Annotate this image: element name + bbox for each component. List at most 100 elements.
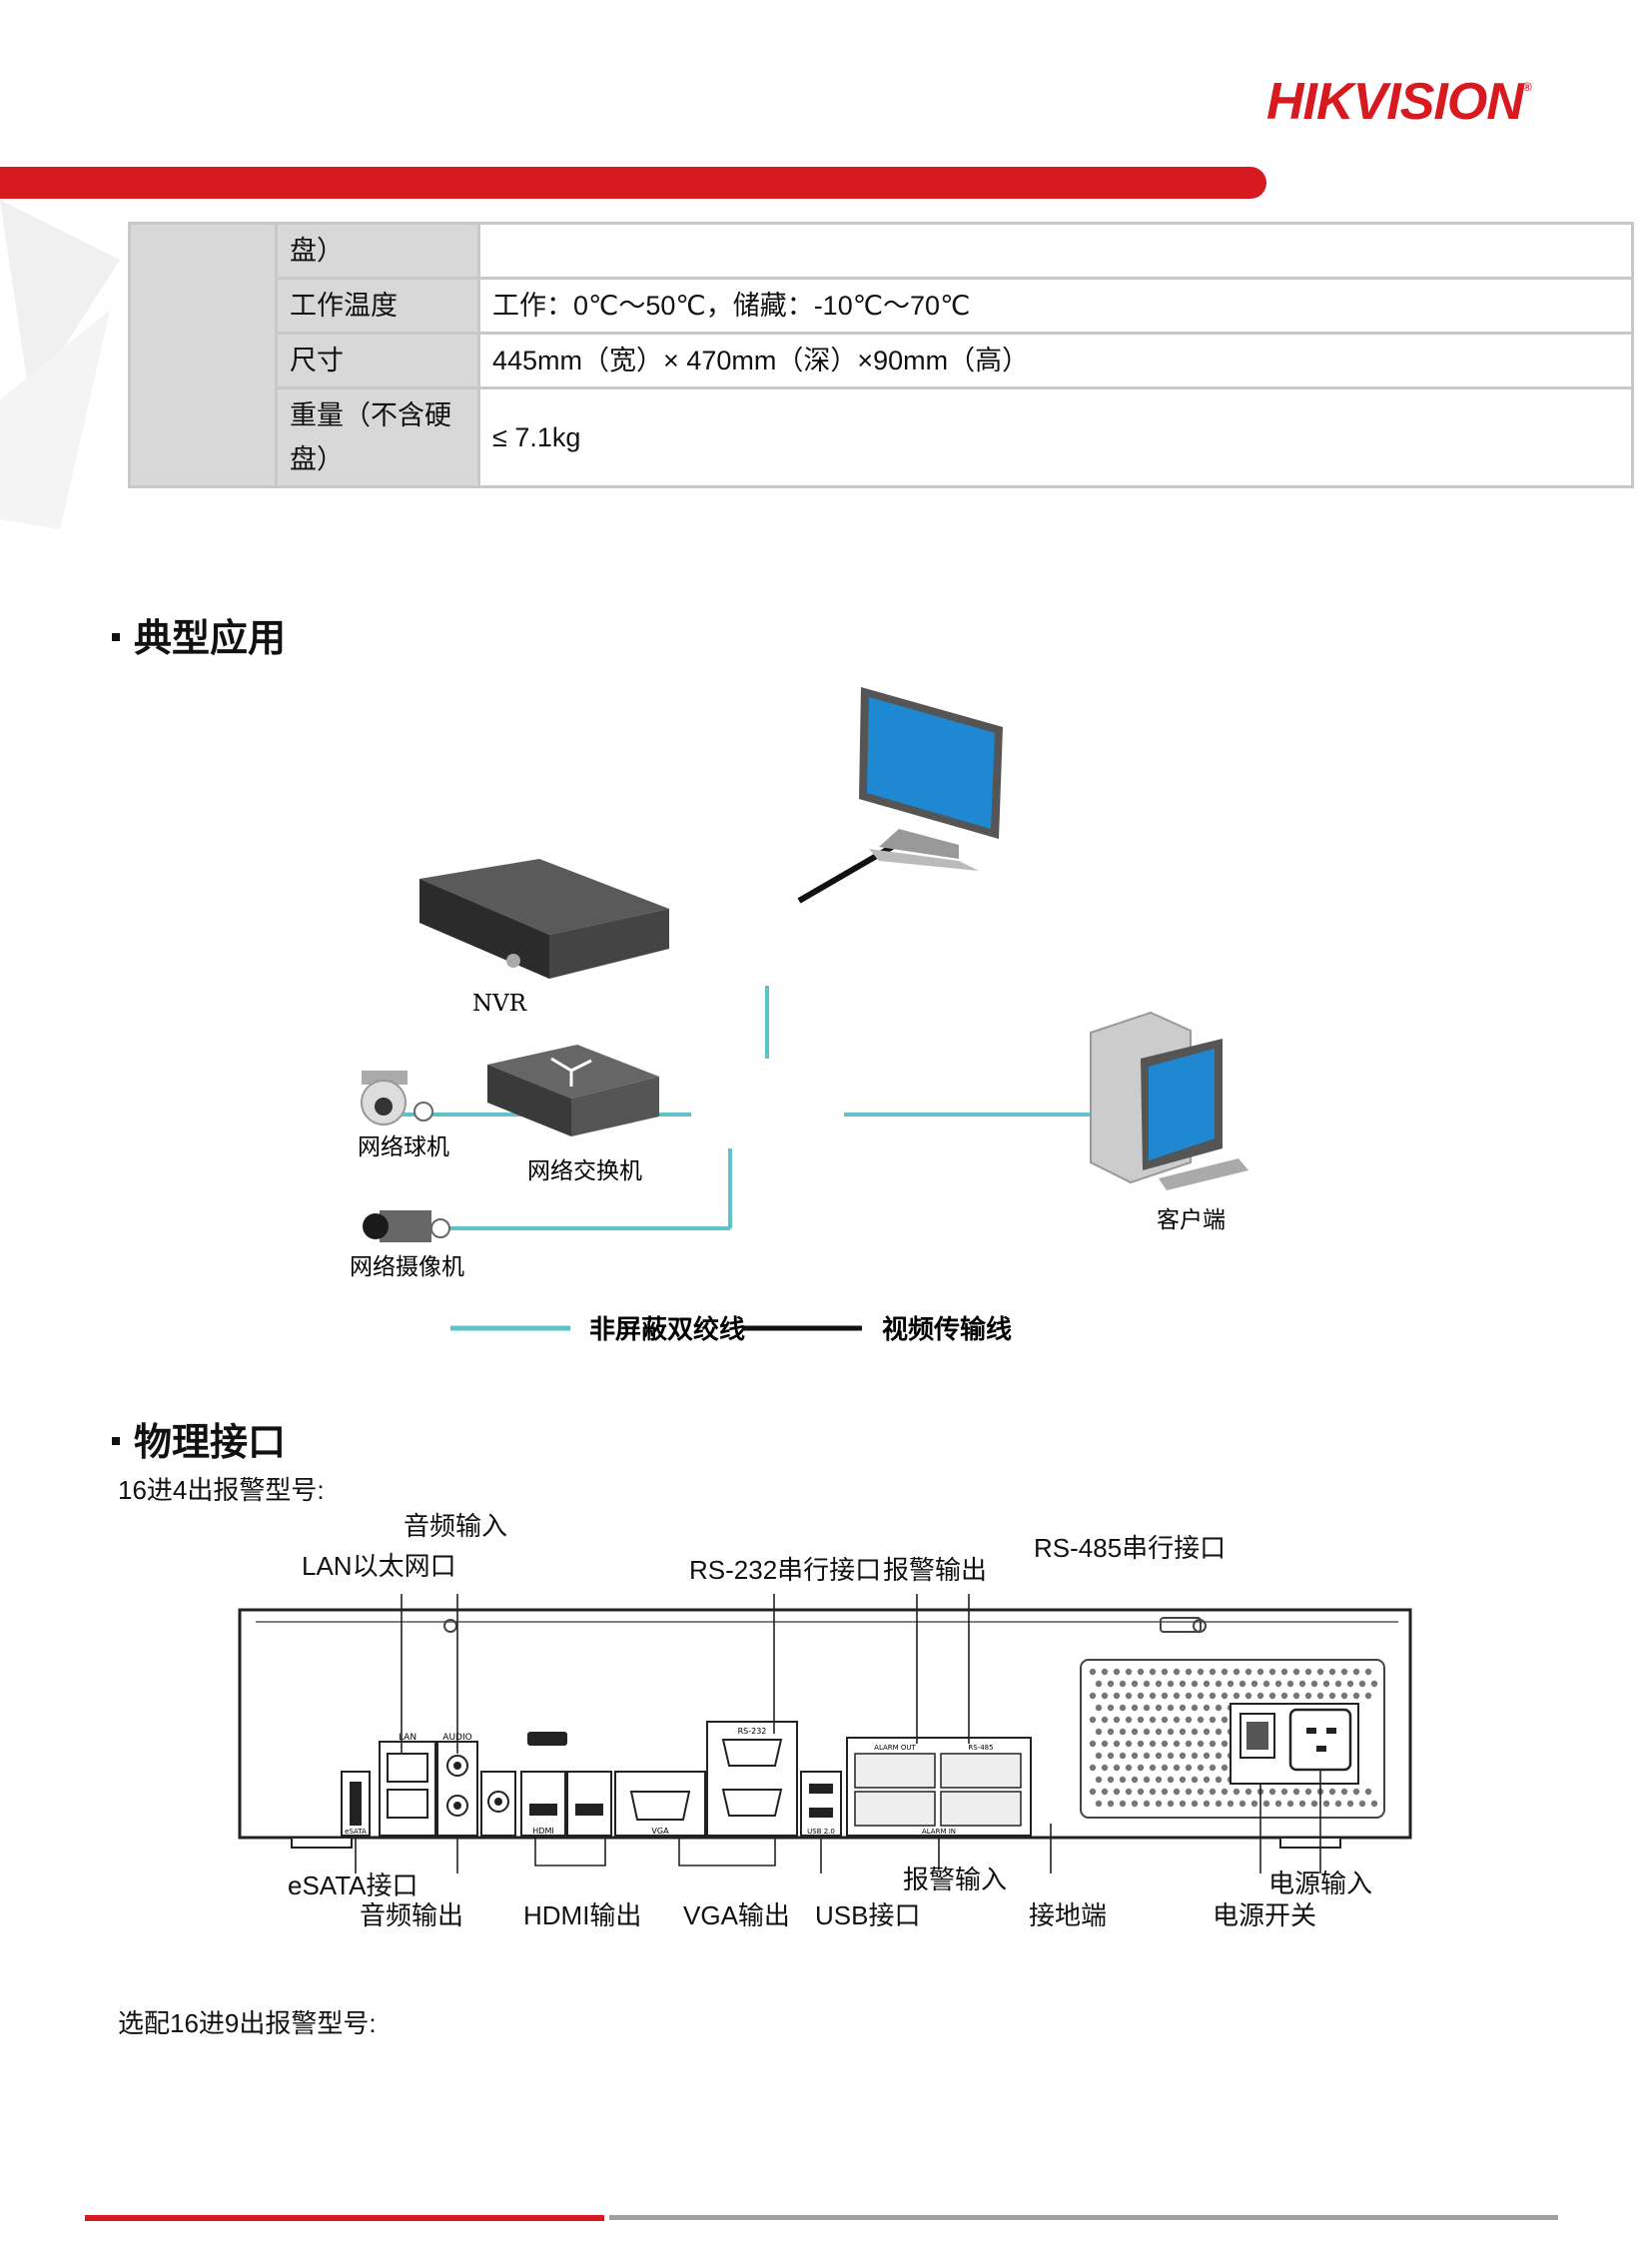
vent-hole (1095, 1728, 1103, 1736)
vent-hole (1095, 1800, 1103, 1808)
vent-hole (1197, 1716, 1205, 1724)
vent-hole (1292, 1668, 1300, 1676)
vent-hole (1101, 1668, 1109, 1676)
vent-hole (1221, 1716, 1229, 1724)
vent-hole (1113, 1764, 1121, 1772)
vent-hole (1322, 1800, 1330, 1808)
panel-label-usb: USB 2.0 (807, 1828, 835, 1836)
usb-port (800, 1771, 842, 1837)
vent-hole (1185, 1692, 1193, 1700)
vent-hole (1125, 1764, 1133, 1772)
vent-hole (1346, 1800, 1354, 1808)
panel-label-rs232: RS-232 (738, 1727, 767, 1736)
vent-hole (1280, 1788, 1288, 1796)
vent-hole (1298, 1680, 1306, 1688)
row-value (477, 222, 1634, 280)
vent-hole (1352, 1668, 1360, 1676)
network-diagram: NVR 网络交换机 网络球机 网络摄像机 客户端 非屏蔽双绞线 视频传输线 (350, 687, 1248, 1345)
vent-hole (1197, 1788, 1205, 1796)
vent-hole (1221, 1788, 1229, 1796)
vent-hole (1161, 1788, 1169, 1796)
label-power-switch: 电源开关 (1213, 1900, 1317, 1930)
vent-hole (1244, 1788, 1252, 1796)
legend-twisted: 非屏蔽双绞线 (589, 1314, 745, 1345)
vent-hole (1203, 1800, 1211, 1808)
vent-hole (1274, 1680, 1282, 1688)
vent-hole (1125, 1788, 1133, 1796)
vent-hole (1233, 1788, 1240, 1796)
decorative-watermark (0, 200, 120, 529)
vent-hole (1089, 1716, 1097, 1724)
vent-hole (1119, 1680, 1127, 1688)
vent-hole (1179, 1776, 1187, 1784)
vent-hole (1167, 1752, 1175, 1760)
vent-hole (1107, 1704, 1115, 1712)
nvr-icon (419, 859, 669, 979)
vent-hole (1149, 1692, 1157, 1700)
vent-hole (1089, 1668, 1097, 1676)
section-title-typical: 典型应用 (112, 607, 286, 662)
panel-label-rs485: RS-485 (968, 1744, 993, 1752)
vent-hole (1155, 1728, 1163, 1736)
vent-hole (1203, 1752, 1211, 1760)
vent-hole (1095, 1776, 1103, 1784)
spec-table: 盘） 工作温度 工作：0℃～50℃，储藏：-10℃～70℃ 尺寸 445mm（宽… (128, 222, 1634, 488)
vent-hole (1161, 1668, 1169, 1676)
hdmi-logo (527, 1732, 567, 1746)
table-row: 重量（不含硬盘） ≤ 7.1kg (130, 386, 1634, 488)
panel-label-vga: VGA (651, 1827, 669, 1836)
vent-hole (1227, 1680, 1235, 1688)
label-audio-out: 音频输出 (360, 1900, 464, 1930)
vent-hole (1137, 1788, 1145, 1796)
vent-hole (1328, 1668, 1336, 1676)
vent-hole (1095, 1704, 1103, 1712)
vent-hole (1358, 1800, 1366, 1808)
vent-hole (1227, 1800, 1235, 1808)
vent-hole (1173, 1740, 1181, 1748)
label-power-in: 电源输入 (1268, 1868, 1373, 1898)
vent-hole (1191, 1728, 1199, 1736)
vent-hole (1155, 1704, 1163, 1712)
vent-hole (1179, 1728, 1187, 1736)
vent-hole (1221, 1692, 1229, 1700)
vent-hole (1107, 1776, 1115, 1784)
vent-hole (1250, 1800, 1258, 1808)
hikvision-logo: HIKVISION® (1266, 73, 1532, 131)
table-row: 尺寸 445mm（宽）× 470mm（深）×90mm（高） (130, 332, 1634, 389)
table-row: 工作温度 工作：0℃～50℃，储藏：-10℃～70℃ (130, 277, 1634, 335)
vent-hole (1244, 1668, 1252, 1676)
panel-label-hdmi: HDMI (532, 1827, 553, 1836)
vent-hole (1203, 1728, 1211, 1736)
vent-hole (1131, 1728, 1139, 1736)
vent-hole (1125, 1716, 1133, 1724)
vent-hole (1239, 1800, 1246, 1808)
vent-hole (1137, 1692, 1145, 1700)
model-9-caption: 选配16进9出报警型号: (118, 2008, 377, 2038)
vent-hole (1292, 1692, 1300, 1700)
vent-hole (1089, 1764, 1097, 1772)
vent-hole (1340, 1692, 1348, 1700)
vent-hole (1304, 1692, 1312, 1700)
vent-hole (1149, 1668, 1157, 1676)
vent-grid (1089, 1668, 1378, 1808)
vent-hole (1143, 1728, 1151, 1736)
vent-hole (1280, 1692, 1288, 1700)
row-value: ≤ 7.1kg (477, 386, 1634, 488)
label-esata: eSATA接口 (288, 1870, 418, 1900)
vent-hole (1089, 1788, 1097, 1796)
vent-hole (1173, 1692, 1181, 1700)
vent-hole (1280, 1668, 1288, 1676)
vent-hole (1107, 1800, 1115, 1808)
vent-hole (1131, 1680, 1139, 1688)
panel-label-alarm-in: ALARM IN (922, 1828, 956, 1836)
vent-hole (1101, 1788, 1109, 1796)
row-label: 重量（不含硬盘） (275, 386, 480, 488)
vent-hole (1161, 1740, 1169, 1748)
vent-hole (1352, 1788, 1360, 1796)
vent-hole (1131, 1800, 1139, 1808)
vent-hole (1119, 1728, 1127, 1736)
vent-hole (1155, 1776, 1163, 1784)
vent-hole (1358, 1680, 1366, 1688)
vent-hole (1107, 1752, 1115, 1760)
vent-hole (1143, 1752, 1151, 1760)
